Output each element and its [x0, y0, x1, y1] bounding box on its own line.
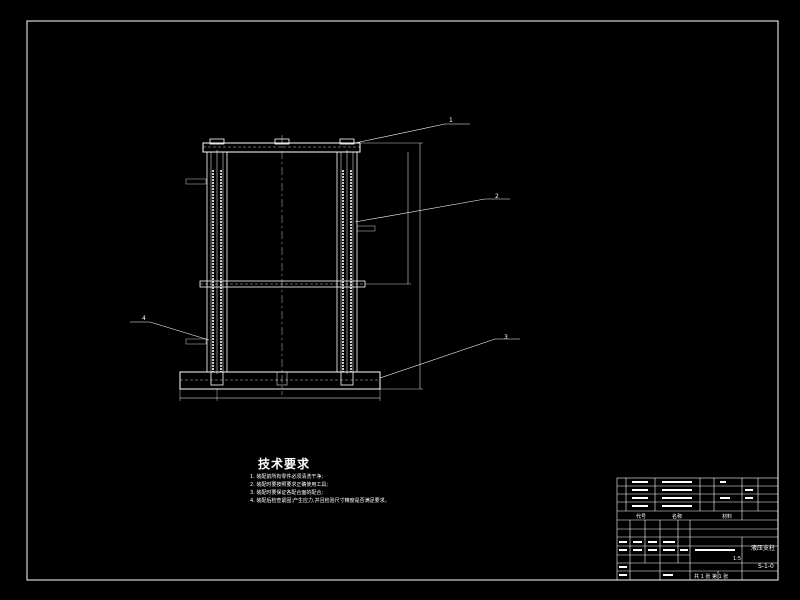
scale: 1:5 [733, 556, 742, 562]
top-nut-left [209, 138, 225, 145]
technical-requirements-title: 技术要求 [258, 457, 311, 471]
header-name: 名称 [672, 514, 683, 520]
header-material: 材料 [722, 514, 733, 520]
drawing-border [26, 20, 779, 581]
right-column [336, 150, 358, 374]
requirement-line: 4. 装配后检查紧固;产生应力,并且检验尺寸精度是否满足要求。 [250, 498, 390, 504]
title-block [616, 477, 779, 581]
requirement-line: 1. 装配前所有零件必须清洗干净; [250, 474, 324, 480]
requirement-line: 2. 装配时要按照要求正确使用工具; [250, 482, 329, 488]
left-column [206, 150, 228, 374]
top-nut-right [339, 138, 355, 145]
base-nut-right [340, 371, 354, 386]
requirement-line: 3. 装配时要保证各配合面的配合; [250, 490, 324, 496]
top-plate [202, 142, 361, 153]
base-plate [179, 371, 381, 390]
leader-2 [354, 198, 486, 223]
drawing-name: 液压支柱 [751, 545, 776, 552]
base-nut-center [276, 371, 288, 386]
leader-4 [149, 321, 210, 341]
drawing-number: S-1-0 [758, 563, 774, 570]
callout-1: 1 [449, 117, 453, 124]
leader-3 [379, 338, 496, 379]
leader-1 [354, 123, 446, 144]
base-nut-left [210, 371, 224, 386]
callout-3: 3 [504, 334, 508, 341]
callout-4: 4 [142, 315, 146, 322]
callout-2: 2 [495, 193, 499, 200]
sheet-info: 共 1 张 第 1 张 [694, 574, 729, 580]
header-code: 代号 [636, 514, 647, 520]
